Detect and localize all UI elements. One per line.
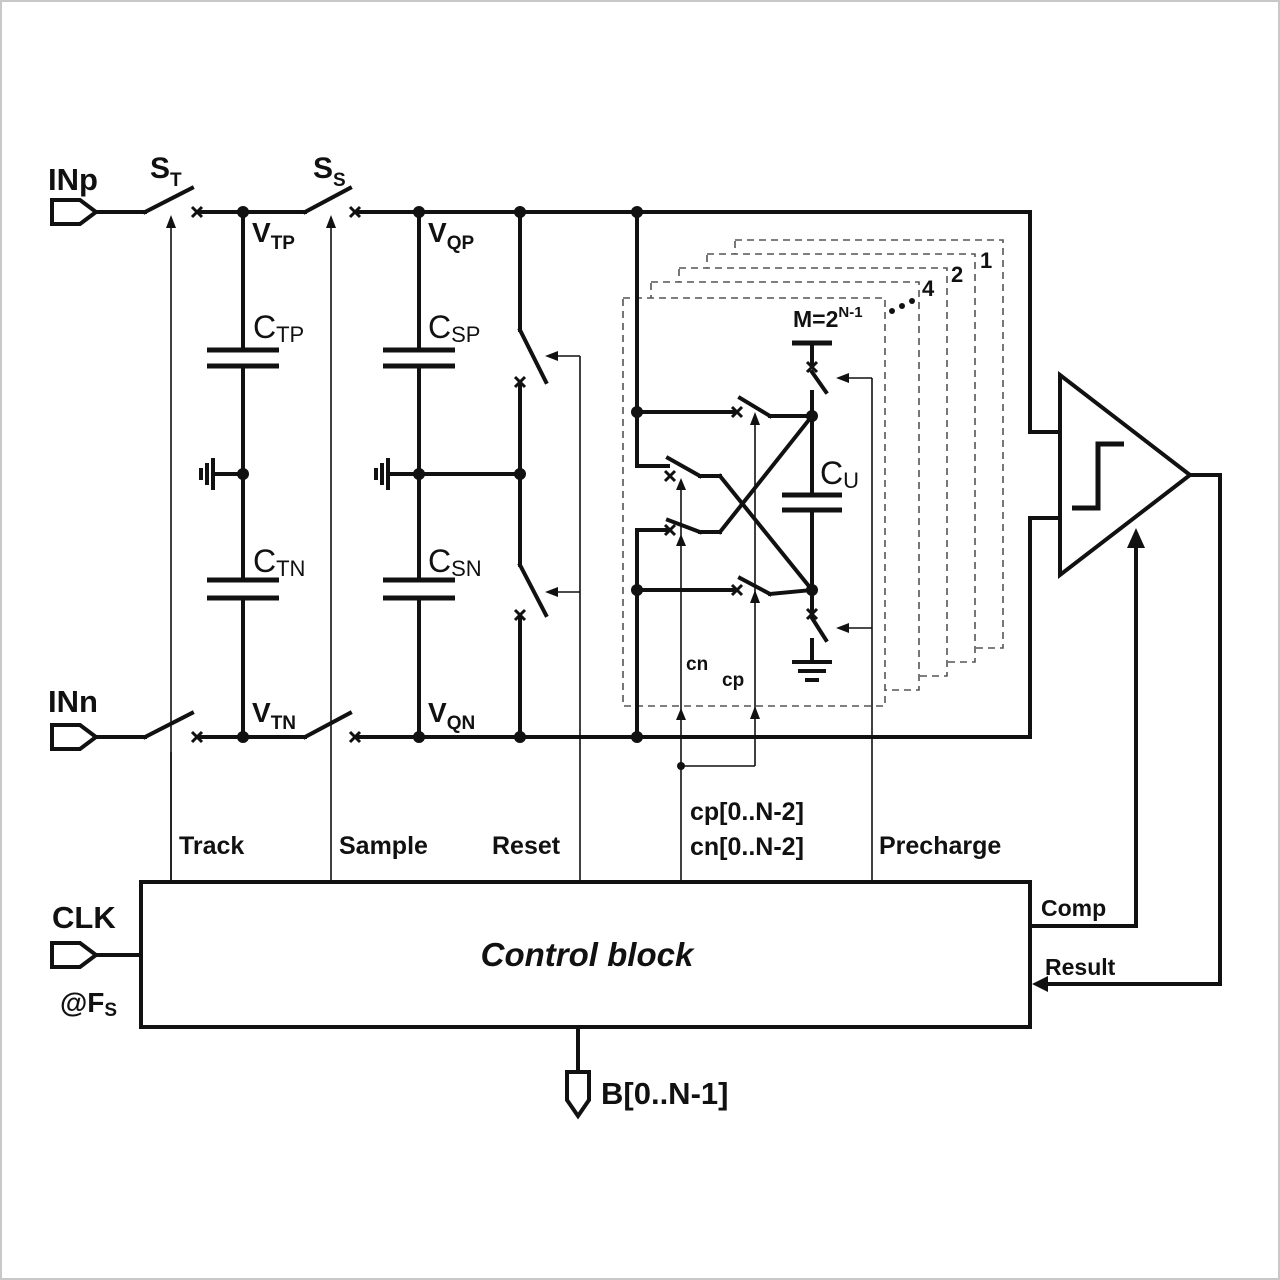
result-label: Result bbox=[1045, 954, 1116, 980]
comp-label: Comp bbox=[1041, 895, 1106, 921]
csn-label: CSN bbox=[428, 543, 482, 581]
vqn-label: VQN bbox=[428, 697, 475, 734]
st-label: ST bbox=[150, 152, 182, 191]
cp-label: cp bbox=[722, 670, 744, 691]
comparator bbox=[1028, 370, 1222, 992]
control-block-label: Control block bbox=[481, 936, 695, 973]
control-signal-lines bbox=[166, 215, 873, 882]
cu-label: CU bbox=[820, 455, 859, 493]
precharge-label: Precharge bbox=[879, 832, 1001, 860]
ground-symbol-left bbox=[199, 458, 215, 490]
switch-contacts bbox=[190, 205, 362, 744]
ctp-label: CTP bbox=[253, 309, 304, 347]
stack-label-4: 4 bbox=[922, 276, 935, 301]
stack-label-1: 1 bbox=[980, 248, 992, 273]
clk-port bbox=[50, 941, 100, 969]
reset-label: Reset bbox=[492, 832, 561, 860]
ss-label: SS bbox=[313, 152, 346, 191]
control-block bbox=[94, 880, 1032, 1074]
csp-label: CSP bbox=[428, 309, 480, 347]
top-rail-wires bbox=[94, 185, 1062, 434]
track-label: Track bbox=[179, 832, 244, 860]
stack-label-2: 2 bbox=[951, 262, 963, 287]
array-dots bbox=[889, 298, 915, 314]
m-label: M=2N-1 bbox=[793, 304, 863, 332]
inn-label: INn bbox=[48, 684, 98, 719]
clk-label: CLK bbox=[52, 900, 116, 935]
ctn-label: CTN bbox=[253, 543, 305, 581]
fs-label: @FS bbox=[60, 987, 117, 1021]
bus-out-label: B[0..N-1] bbox=[601, 1076, 728, 1111]
cn-label: cn bbox=[686, 654, 708, 675]
bus-out-port bbox=[565, 1070, 591, 1120]
bottom-rail-wires bbox=[94, 516, 1062, 740]
vqp-label: VQP bbox=[428, 217, 474, 254]
inp-label: INp bbox=[48, 162, 98, 197]
inp-port bbox=[50, 198, 100, 226]
vtp-label: VTP bbox=[252, 217, 295, 254]
cn-bus-label: cn[0..N-2] bbox=[690, 833, 804, 861]
cp-bus-label: cp[0..N-2] bbox=[690, 798, 804, 826]
inn-port bbox=[50, 723, 100, 751]
ground-symbol-mid bbox=[374, 458, 390, 490]
vtn-label: VTN bbox=[252, 697, 296, 734]
sample-label: Sample bbox=[339, 832, 428, 860]
ground-symbol-array bbox=[792, 660, 832, 682]
junction-dots bbox=[237, 206, 818, 743]
